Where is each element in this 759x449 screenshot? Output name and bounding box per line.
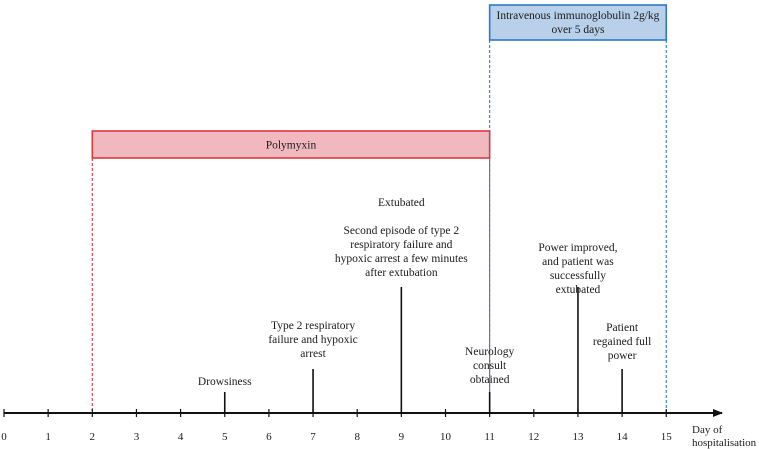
axis-tick-label: 8 <box>354 431 360 443</box>
axis-label-line: hospitalisation <box>692 437 757 449</box>
axis-tick-label: 3 <box>134 431 140 443</box>
axis-tick-label: 12 <box>528 431 539 443</box>
event-label-line: Second episode of type 2 <box>344 225 460 237</box>
axis-tick-label: 13 <box>572 431 584 443</box>
event-label-line: Drowsiness <box>198 376 252 388</box>
treatment-bar <box>488 4 668 41</box>
event-label-line: power <box>608 350 637 362</box>
event-label-line: respiratory failure and <box>350 239 452 251</box>
axis-tick-label: 6 <box>266 431 272 443</box>
axis-tick-label: 15 <box>661 431 673 443</box>
event-label: Patient regained full power <box>593 322 651 362</box>
event-label-line: consult <box>473 360 507 372</box>
treatment-label-line: over 5 days <box>551 24 605 36</box>
event-label-line: arrest <box>300 348 326 360</box>
event-label-line: Power improved, <box>538 242 617 254</box>
axis-tick-label: 1 <box>45 431 51 443</box>
event-label-line: and patient was <box>542 256 614 268</box>
treatment-label-line: Intravenous immunoglobulin 2g/kg <box>496 10 659 22</box>
axis-tick-label: 9 <box>399 431 405 443</box>
event-label-line: Extubated <box>378 197 425 209</box>
event-label: Power improved, and patient was successful… <box>538 242 617 296</box>
axis-tick-label: 10 <box>440 431 452 443</box>
event-label-line: failure and hypoxic <box>268 334 357 346</box>
event-label-line: hypoxic arrest a few minutes <box>335 253 468 265</box>
axis-tick-label: 0 <box>1 431 7 443</box>
event-label-line: obtained <box>470 374 510 386</box>
event-label-line: successfully <box>550 270 606 282</box>
event-label-line: Type 2 respiratory <box>271 320 355 332</box>
treatment-label: Intravenous immunoglobulin 2g/kg over 5 d… <box>496 10 659 36</box>
axis-tick-label: 5 <box>222 431 228 443</box>
event-label-line: extubated <box>556 284 601 296</box>
event-label: Neurology consult obtained <box>465 346 514 386</box>
axis-tick-label: 7 <box>310 431 316 443</box>
event-label: Type 2 respiratory failure and hypoxic arr… <box>268 320 357 360</box>
event-label-line: after extubation <box>365 267 438 279</box>
event-label-line: Patient <box>606 322 639 334</box>
axis-tick-label: 11 <box>484 431 495 443</box>
axis-tick-label: 4 <box>178 431 184 443</box>
axis-tick-label: 2 <box>90 431 96 443</box>
event-label-line: regained full <box>593 336 651 348</box>
treatment-bar <box>91 130 491 159</box>
treatment-label: Polymyxin <box>266 140 317 152</box>
axis-tick-label: 14 <box>617 431 629 443</box>
event-label: Drowsiness <box>198 376 252 388</box>
event-label-line: Neurology <box>465 346 514 358</box>
axis-label-line: Day of <box>692 424 723 436</box>
